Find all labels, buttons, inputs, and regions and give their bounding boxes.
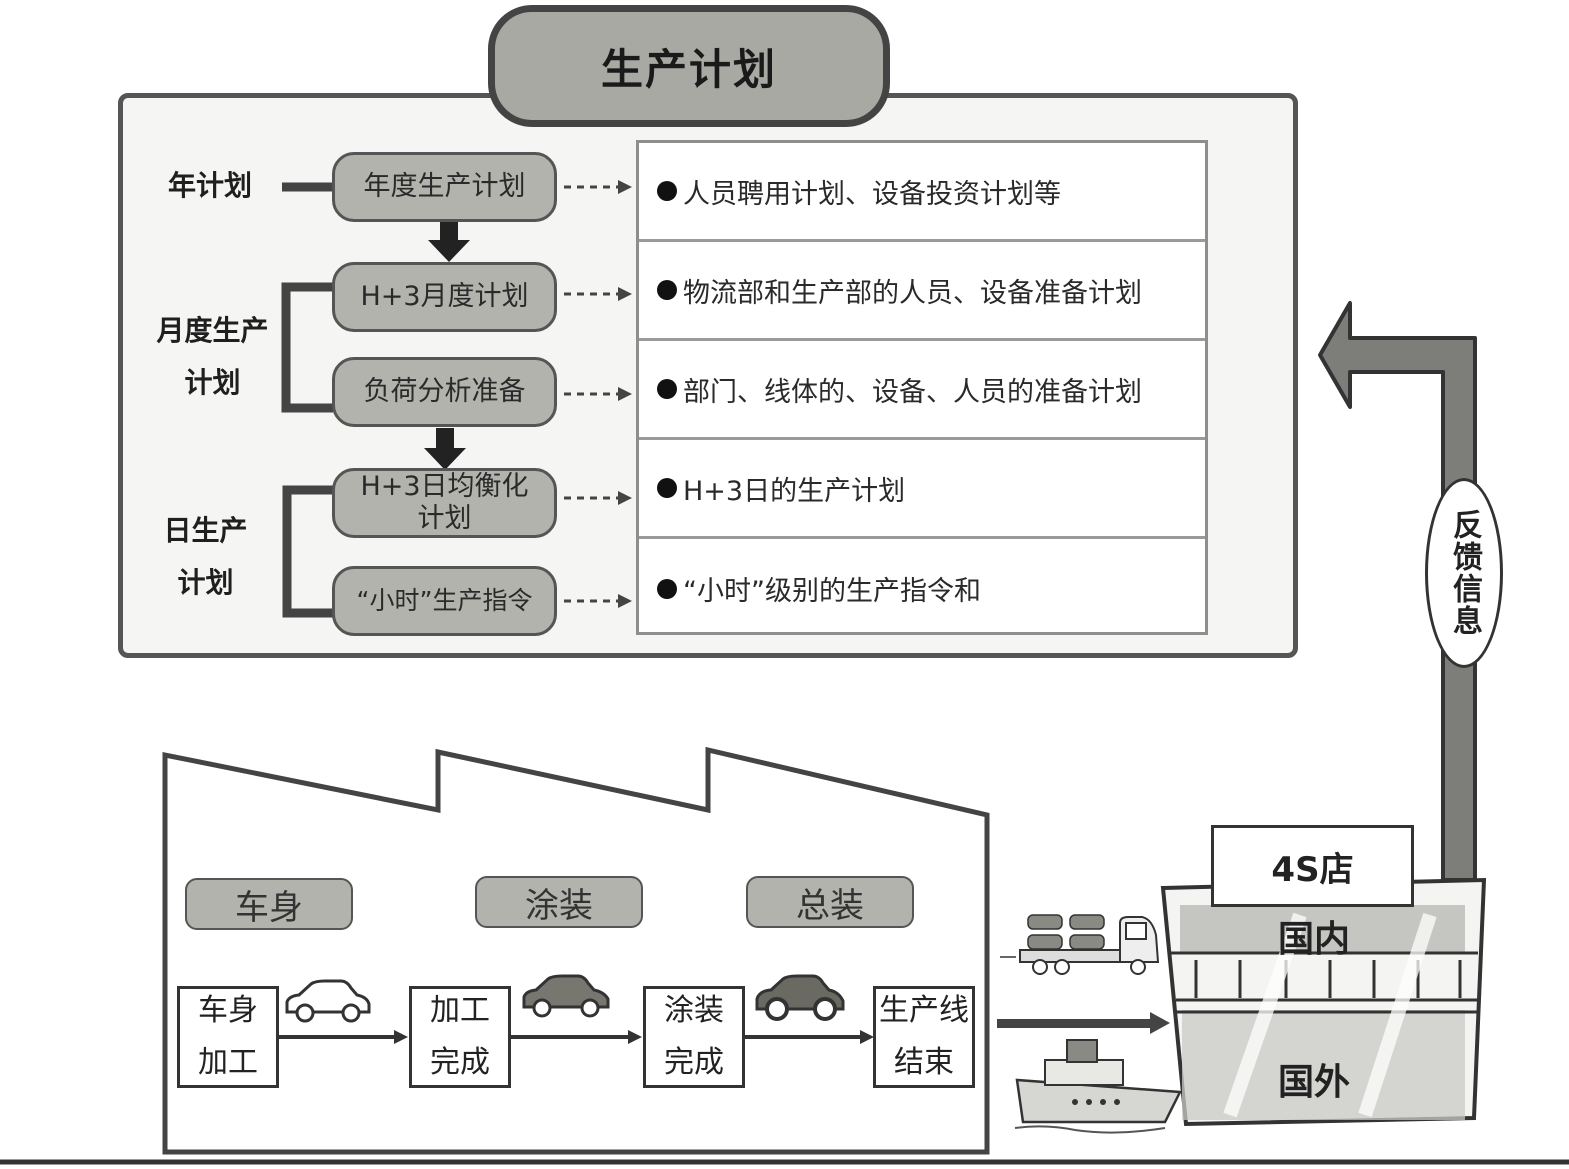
level-year-label: 年计划 [167, 169, 252, 202]
plan-step-monthly: H+3月度计划 [332, 262, 557, 332]
month-bracket [281, 282, 333, 413]
dashed-arrowheads [618, 180, 632, 608]
bullet-icon [657, 379, 677, 399]
area-label-body: 车身 [185, 878, 353, 930]
level-day-line-1: 日生产 [163, 514, 248, 547]
level-month-label: 月度生产 计划 [145, 305, 280, 409]
store-sign: 4S店 [1211, 825, 1414, 907]
feedback-text: 反馈信息 [1447, 509, 1482, 637]
level-month-line-1: 月度生产 [156, 314, 269, 347]
down-arrow-1 [428, 222, 470, 262]
plan-step-load-analysis: 负荷分析准备 [332, 357, 557, 427]
plan-title: 生产计划 [488, 5, 890, 127]
step-body-processing: 车身 加工 [177, 986, 279, 1088]
detail-row: H+3日的生产计划 [639, 440, 1205, 539]
bullet-icon [657, 478, 677, 498]
process-arrows [277, 1030, 874, 1044]
area-label-assembly: 总装 [746, 876, 914, 928]
detail-text: 部门、线体的、设备、人员的准备计划 [683, 376, 1142, 408]
step-paint-done: 涂装 完成 [643, 986, 745, 1088]
car-body-icon [522, 974, 610, 1018]
factory-outline [162, 746, 990, 1155]
detail-row: 物流部和生产部的人员、设备准备计划 [639, 242, 1205, 341]
level-day-line-2: 计划 [177, 566, 234, 599]
detail-text: 物流部和生产部的人员、设备准备计划 [683, 277, 1142, 309]
feedback-label: 反馈信息 [1425, 478, 1503, 668]
area-label-paint: 涂装 [475, 876, 643, 928]
car-painted-icon [755, 974, 845, 1021]
plan-step-annual: 年度生产计划 [332, 152, 557, 222]
store-domestic-label: 国内 [1278, 919, 1351, 960]
level-day-label: 日生产 计划 [143, 505, 268, 609]
detail-row: 人员聘用计划、设备投资计划等 [639, 143, 1205, 242]
store-overseas-label: 国外 [1278, 1062, 1351, 1103]
bullet-icon [657, 181, 677, 201]
ship-icon [1014, 1039, 1182, 1134]
detail-table: 人员聘用计划、设备投资计划等 物流部和生产部的人员、设备准备计划 部门、线体的、… [636, 140, 1208, 635]
detail-row: “小时”级别的生产指令和 [639, 539, 1205, 638]
step-line-end: 生产线 结束 [873, 986, 975, 1088]
step-processing-done: 加工 完成 [409, 986, 511, 1088]
plan-step-daily-leveling: H+3日均衡化 计划 [332, 468, 557, 538]
plan-step-hourly-order: “小时”生产指令 [332, 566, 557, 636]
detail-row: 部门、线体的、设备、人员的准备计划 [639, 341, 1205, 440]
bullet-icon [657, 578, 677, 599]
dashed-arrows [564, 185, 622, 603]
shipping-arrow [997, 1012, 1170, 1034]
store-building [1160, 877, 1487, 1127]
detail-text: “小时”级别的生产指令和 [683, 576, 981, 607]
bullet-icon [657, 280, 677, 300]
car-outline-icon [285, 979, 371, 1023]
truck-icon [1000, 914, 1160, 975]
detail-text: H+3日的生产计划 [683, 475, 906, 507]
day-bracket [282, 485, 333, 618]
detail-text: 人员聘用计划、设备投资计划等 [683, 178, 1061, 210]
down-arrow-2 [424, 428, 466, 470]
level-month-line-2: 计划 [184, 366, 241, 399]
